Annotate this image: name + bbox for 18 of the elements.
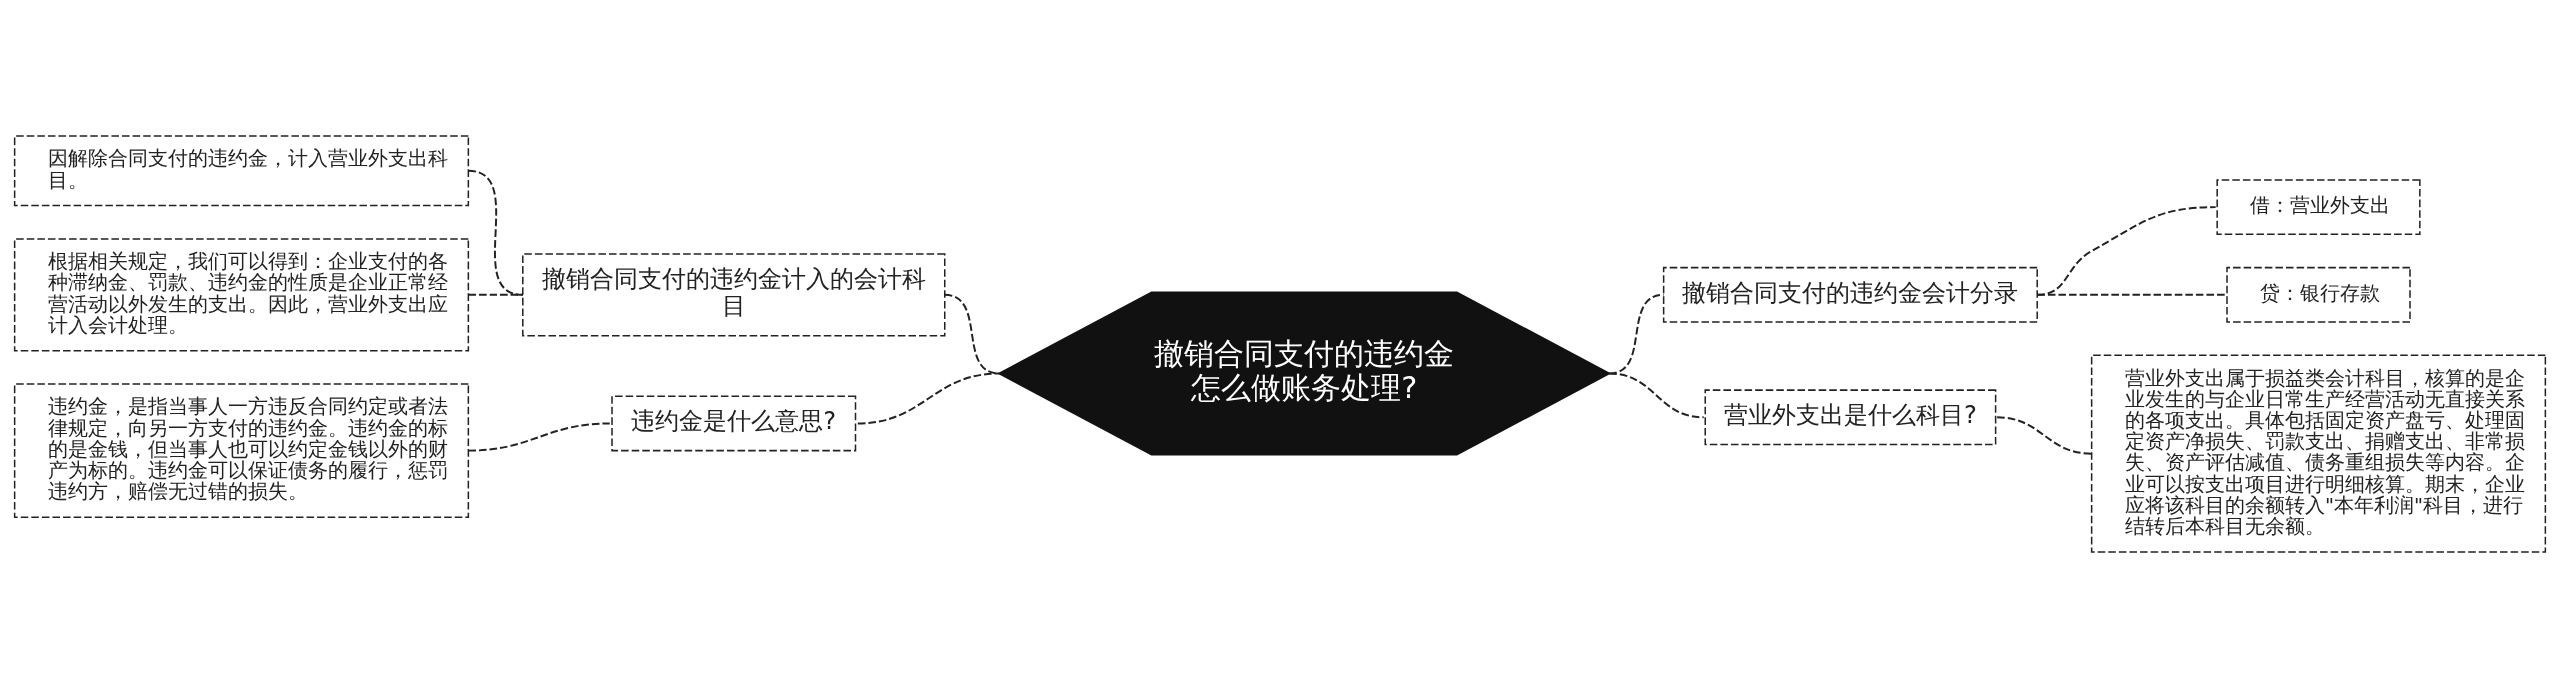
connector <box>1608 372 1705 419</box>
connector <box>467 422 611 452</box>
node-box: 借：营业外支出 <box>2216 179 2421 236</box>
node-box: 根据相关规定，我们可以得到：企业支付的各种滞纳金、罚款、违约金的性质是企业正常经营活动以外发生的支出。因此，营业外支出应计入会计处理。 <box>13 238 470 352</box>
node-box: 撤销合同支付的违约金计入的会计科目 <box>522 253 946 337</box>
node-box: 因解除合同支付的违约金，计入营业外支出科目。 <box>13 135 470 207</box>
connector <box>467 293 524 296</box>
node-box: 撤销合同支付的违约金会计分录 <box>1662 266 2038 323</box>
connector <box>856 372 1001 425</box>
connector <box>2036 293 2228 296</box>
node-box: 违约金，是指当事人一方违反合同约定或者法律规定，向另一方支付的违约金。违约金的标的是金钱，但当事人也可以约定金钱以外的财产为标的。违约金可以保证债务的履行，惩罚违约方，赔偿无过错的损失。 <box>13 383 470 518</box>
connector <box>467 169 524 296</box>
node-box: 贷：银行存款 <box>2226 266 2411 323</box>
connector <box>1608 293 1665 375</box>
node-box: 营业外支出是什么科目? <box>1704 389 1997 446</box>
node-box: 营业外支出属于损益类会计科目，核算的是企业发生的与企业日常生产经营活动无直接关系的各项支出。具体包括固定资产盘亏、处理固定资产净损失、罚款支出、捐赠支出、非常损失、资产评估减值、债务重组损失等内容。企业可以按支出项目进行明细核算。期末，企业应将该科目的余额转入"本年利润"科目，进行结转后本科目无余额。 <box>2090 354 2547 553</box>
node-box: 违约金是什么意思? <box>611 395 857 452</box>
connector <box>1996 416 2093 455</box>
